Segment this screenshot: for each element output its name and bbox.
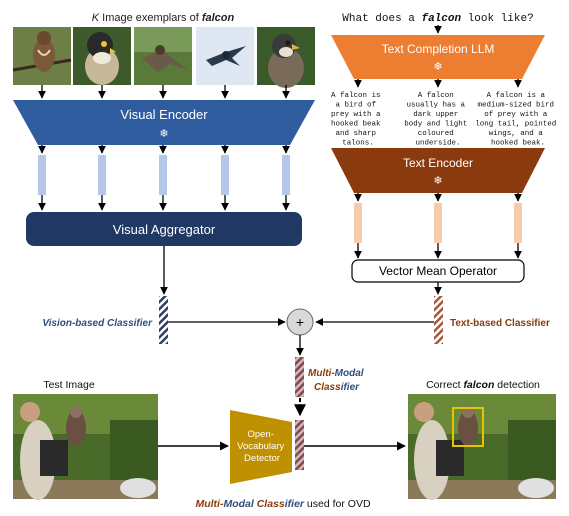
exemplar-image-4: [196, 27, 254, 85]
description-2: A falcon usually has a dark upper body a…: [404, 92, 472, 148]
text-classifier-vector: [434, 296, 443, 344]
multimodal-classifier-vector: [295, 357, 304, 397]
text-encoder-block: [331, 148, 545, 193]
description-3: A falcon is a medium-sized bird of prey …: [475, 92, 561, 148]
visual-encoder-label: Visual Encoder: [120, 107, 208, 122]
test-image: [13, 394, 158, 500]
ovd-detector-label: Open- Vocabulary Detector: [237, 429, 287, 464]
text-completion-llm-block: [331, 35, 545, 79]
exemplar-image-5: [257, 27, 315, 88]
llm-question: What does a falcon look like?: [342, 13, 533, 25]
detection-output-image: [408, 394, 556, 500]
detection-bounding-box: [452, 407, 484, 447]
visual-aggregator-label: Visual Aggregator: [113, 222, 216, 237]
snowflake-icon: ❄: [433, 175, 442, 187]
exemplar-image-3: [134, 27, 192, 85]
text-encoder-to-features-arrows: [354, 193, 522, 202]
snowflake-icon: ❄: [159, 128, 168, 140]
description-1: A falcon is a bird of prey with a hooked…: [331, 92, 385, 148]
visual-encoder-block: [13, 100, 315, 145]
text-encoder-label: Text Encoder: [403, 156, 473, 170]
vision-classifier-vector: [159, 296, 168, 344]
encoder-to-features-arrows: [38, 145, 290, 154]
text-completion-llm-label: Text Completion LLM: [382, 42, 495, 56]
detection-label: Correct falcon detection: [426, 379, 540, 391]
text-classifier-label: Text-based Classifier: [450, 318, 550, 329]
features-to-aggregator-arrows: [38, 195, 290, 211]
visual-feature-vectors: [38, 155, 290, 195]
text-feature-vectors: [354, 203, 522, 243]
vision-classifier-label: Vision-based Classifier: [42, 318, 153, 329]
features-to-mean-arrows: [354, 243, 522, 259]
plus-symbol: +: [296, 314, 304, 330]
exemplar-title: K Image exemplars of falcon: [92, 12, 235, 24]
visual-aggregator-block: [26, 212, 302, 246]
image-to-encoder-arrows: [38, 85, 290, 99]
bottom-caption: Multi-Modal Classifier used for OVD: [195, 498, 370, 510]
test-image-label: Test Image: [43, 379, 95, 391]
snowflake-icon: ❄: [433, 61, 442, 73]
multimodal-classifier-label: Multi-Modal: [308, 368, 364, 379]
detector-classifier-vector: [295, 420, 304, 470]
exemplar-image-1: [12, 27, 72, 85]
vector-mean-operator-label: Vector Mean Operator: [379, 264, 497, 278]
multimodal-classifier-label-line2: Classifier: [314, 382, 360, 393]
exemplar-image-2: [73, 27, 131, 85]
ovd-detector-block: [230, 410, 292, 484]
llm-to-descriptions-arrows: [354, 79, 522, 88]
